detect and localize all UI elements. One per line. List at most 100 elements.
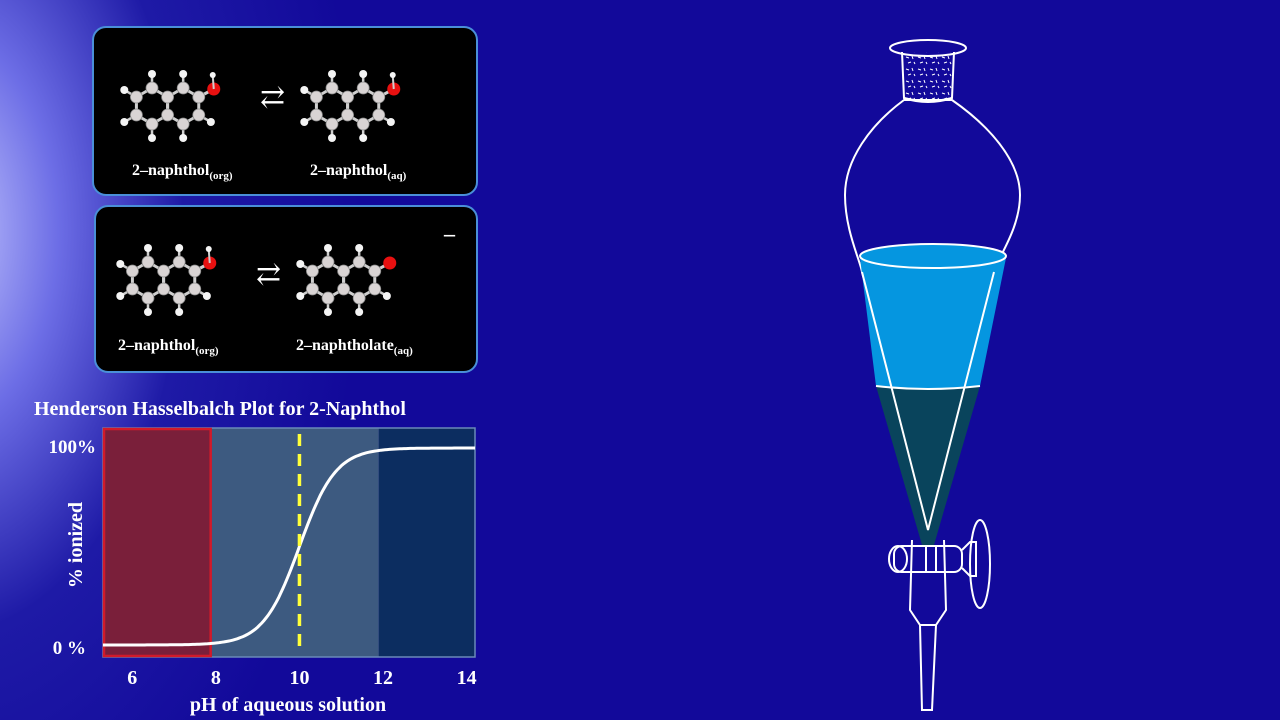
y-tick-label: 0 % xyxy=(53,638,86,659)
carbon-atom xyxy=(192,108,206,122)
carbon-atom xyxy=(310,108,323,122)
carbon-atom xyxy=(321,255,335,269)
chart-region-highlight xyxy=(103,428,212,657)
chart-region-middle xyxy=(211,428,379,657)
equilibrium-arrow-icon: ⇄ xyxy=(256,258,282,291)
carbon-atom xyxy=(176,81,190,95)
carbon-atom xyxy=(337,282,350,296)
hydrogen-atom xyxy=(148,70,156,78)
oxygen-atom xyxy=(203,256,217,270)
hydrogen-atom xyxy=(359,134,368,142)
carbon-atom xyxy=(130,108,143,122)
lower-organic-layer xyxy=(876,386,980,545)
stopcock-icon xyxy=(888,519,991,626)
molecule-diagram xyxy=(120,70,401,142)
carbon-atom xyxy=(325,117,339,131)
separatory-funnel xyxy=(843,39,1022,711)
equilibrium-panel-partition: 2–naphthol(org) 2–naphthol(aq) ⇄ xyxy=(92,26,478,196)
carbon-atom xyxy=(306,264,319,278)
hydrogen-atom xyxy=(355,244,364,252)
hydrogen-atom xyxy=(355,308,364,316)
carbon-atom xyxy=(145,81,159,95)
hydrogen-atom xyxy=(175,244,184,252)
carbon-atom xyxy=(192,90,206,104)
carbon-atom xyxy=(352,291,366,305)
x-tick-label: 8 xyxy=(211,667,221,689)
highlight-border xyxy=(102,427,212,658)
hydrogen-atom xyxy=(296,292,305,300)
equilibrium-panel-ionization: 2–naphthol(org) 2–naphtholate(aq) ⇄ – xyxy=(94,205,478,373)
hydrogen-atom xyxy=(120,86,129,94)
carbon-atom xyxy=(372,90,386,104)
naphthol-molecule-left xyxy=(120,70,221,142)
carbon-atom xyxy=(172,255,186,269)
x-axis-label: pH of aqueous solution xyxy=(190,694,386,716)
hydrogen-atom xyxy=(144,308,152,316)
x-tick-label: 14 xyxy=(457,667,477,689)
carbon-atom xyxy=(352,255,366,269)
oxygen-atom xyxy=(207,82,221,96)
hydrogen-atom xyxy=(300,118,309,126)
carbon-atom xyxy=(372,108,386,122)
carbon-atom xyxy=(157,264,170,278)
carbon-atom xyxy=(126,282,139,296)
x-tick-label: 10 xyxy=(289,667,309,689)
carbon-atom xyxy=(141,291,155,305)
equilibrium-arrow-icon: ⇄ xyxy=(260,81,286,114)
oxygen-atom xyxy=(383,256,397,270)
hydrogen-atom xyxy=(202,292,211,300)
carbon-atom xyxy=(161,108,174,122)
naphthol-molecule-right xyxy=(300,70,401,142)
hydrogen-atom xyxy=(175,308,184,316)
carbon-atom xyxy=(306,282,319,296)
carbon-atom xyxy=(321,291,335,305)
hydrogen-atom xyxy=(324,244,332,252)
hydrogen-atom xyxy=(296,260,305,268)
y-tick-label: 100% xyxy=(49,437,97,458)
molecule-diagram xyxy=(116,244,397,316)
hydrogen-atom xyxy=(382,292,391,300)
carbon-atom xyxy=(172,291,186,305)
hydrogen-atom xyxy=(116,292,125,300)
carbon-atom xyxy=(368,264,382,278)
chart-region-right xyxy=(378,428,475,657)
naphtholate-molecule-right xyxy=(296,244,397,316)
carbon-atom xyxy=(310,90,323,104)
carbon-atom xyxy=(157,282,170,296)
hydrogen-atom xyxy=(389,72,396,78)
hydrogen-atom xyxy=(116,260,125,268)
chart-title: Henderson Hasselbalch Plot for 2-Naphtho… xyxy=(34,398,406,420)
carbon-atom xyxy=(130,90,143,104)
label-naphthol-org: 2–naphthol(org) xyxy=(132,162,233,182)
hydrogen-atom xyxy=(328,70,336,78)
carbon-atom xyxy=(126,264,139,278)
upper-layer-surface xyxy=(859,243,1007,269)
hydrogen-atom xyxy=(359,70,368,78)
hydrogen-atom xyxy=(386,118,395,126)
hydrogen-atom xyxy=(144,244,152,252)
carbon-atom xyxy=(368,282,382,296)
naphthol-molecule-left xyxy=(116,244,217,316)
funnel-stem xyxy=(919,624,937,711)
hydrogen-atom xyxy=(324,308,332,316)
x-tick-label: 6 xyxy=(127,667,137,689)
carbon-atom xyxy=(356,81,370,95)
carbon-atom xyxy=(188,282,202,296)
carbon-atom xyxy=(341,90,354,104)
carbon-atom xyxy=(141,255,155,269)
hydrogen-atom xyxy=(209,72,216,78)
carbon-atom xyxy=(341,108,354,122)
hydrogen-atom xyxy=(148,134,156,142)
carbon-atom xyxy=(325,81,339,95)
label-naphthol-org: 2–naphthol(org) xyxy=(118,337,219,357)
negative-charge-sign: – xyxy=(444,221,455,246)
stopper xyxy=(889,39,967,103)
carbon-atom xyxy=(356,117,370,131)
ionization-curve xyxy=(103,446,475,647)
carbon-atom xyxy=(161,90,174,104)
carbon-atom xyxy=(176,117,190,131)
upper-aqueous-layer xyxy=(860,246,1006,389)
carbon-atom xyxy=(337,264,350,278)
hydrogen-atom xyxy=(328,134,336,142)
